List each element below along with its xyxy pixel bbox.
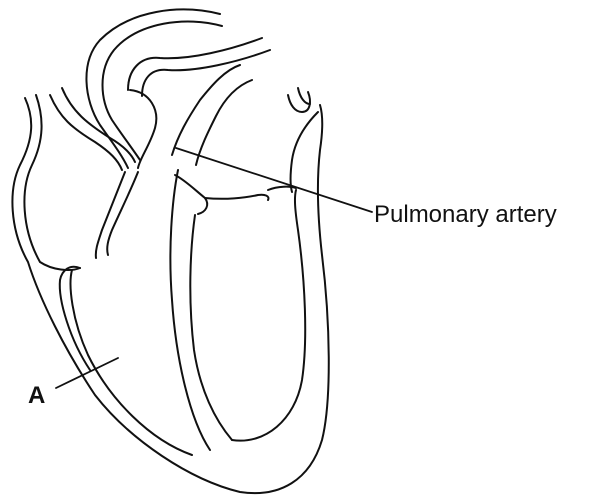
pulmonary-trunk-left	[130, 90, 156, 168]
septum-center-right	[190, 215, 232, 440]
left-ventricle-inner	[71, 270, 192, 455]
right-ventricle-inner	[232, 190, 305, 441]
left-atrium-inner	[50, 95, 122, 170]
left-atrium-inner-2	[62, 88, 135, 162]
vena-cava-1	[288, 92, 310, 112]
pulmonary-branch	[196, 80, 252, 165]
aorta-outer	[86, 10, 220, 168]
pulmonary-artery-label: Pulmonary artery	[374, 203, 557, 227]
heart-interior	[60, 170, 305, 455]
septum-left-inner	[107, 172, 138, 255]
label-a: A	[28, 384, 45, 408]
aorta-top-branch	[128, 38, 262, 90]
septum-left	[96, 172, 125, 258]
right-vessels	[288, 88, 318, 192]
left-atrium	[24, 88, 135, 270]
tricuspid-valve	[205, 195, 268, 200]
pulmonary-artery-leader	[176, 148, 372, 212]
pulmonary-trunk-right	[172, 65, 240, 155]
aorta	[86, 10, 270, 168]
right-atrium-wall	[291, 112, 319, 192]
left-atrium-outer	[24, 95, 80, 270]
aorta-top-branch-inner	[142, 50, 270, 96]
mitral-valve	[175, 175, 207, 214]
vena-cava-2	[298, 88, 310, 104]
